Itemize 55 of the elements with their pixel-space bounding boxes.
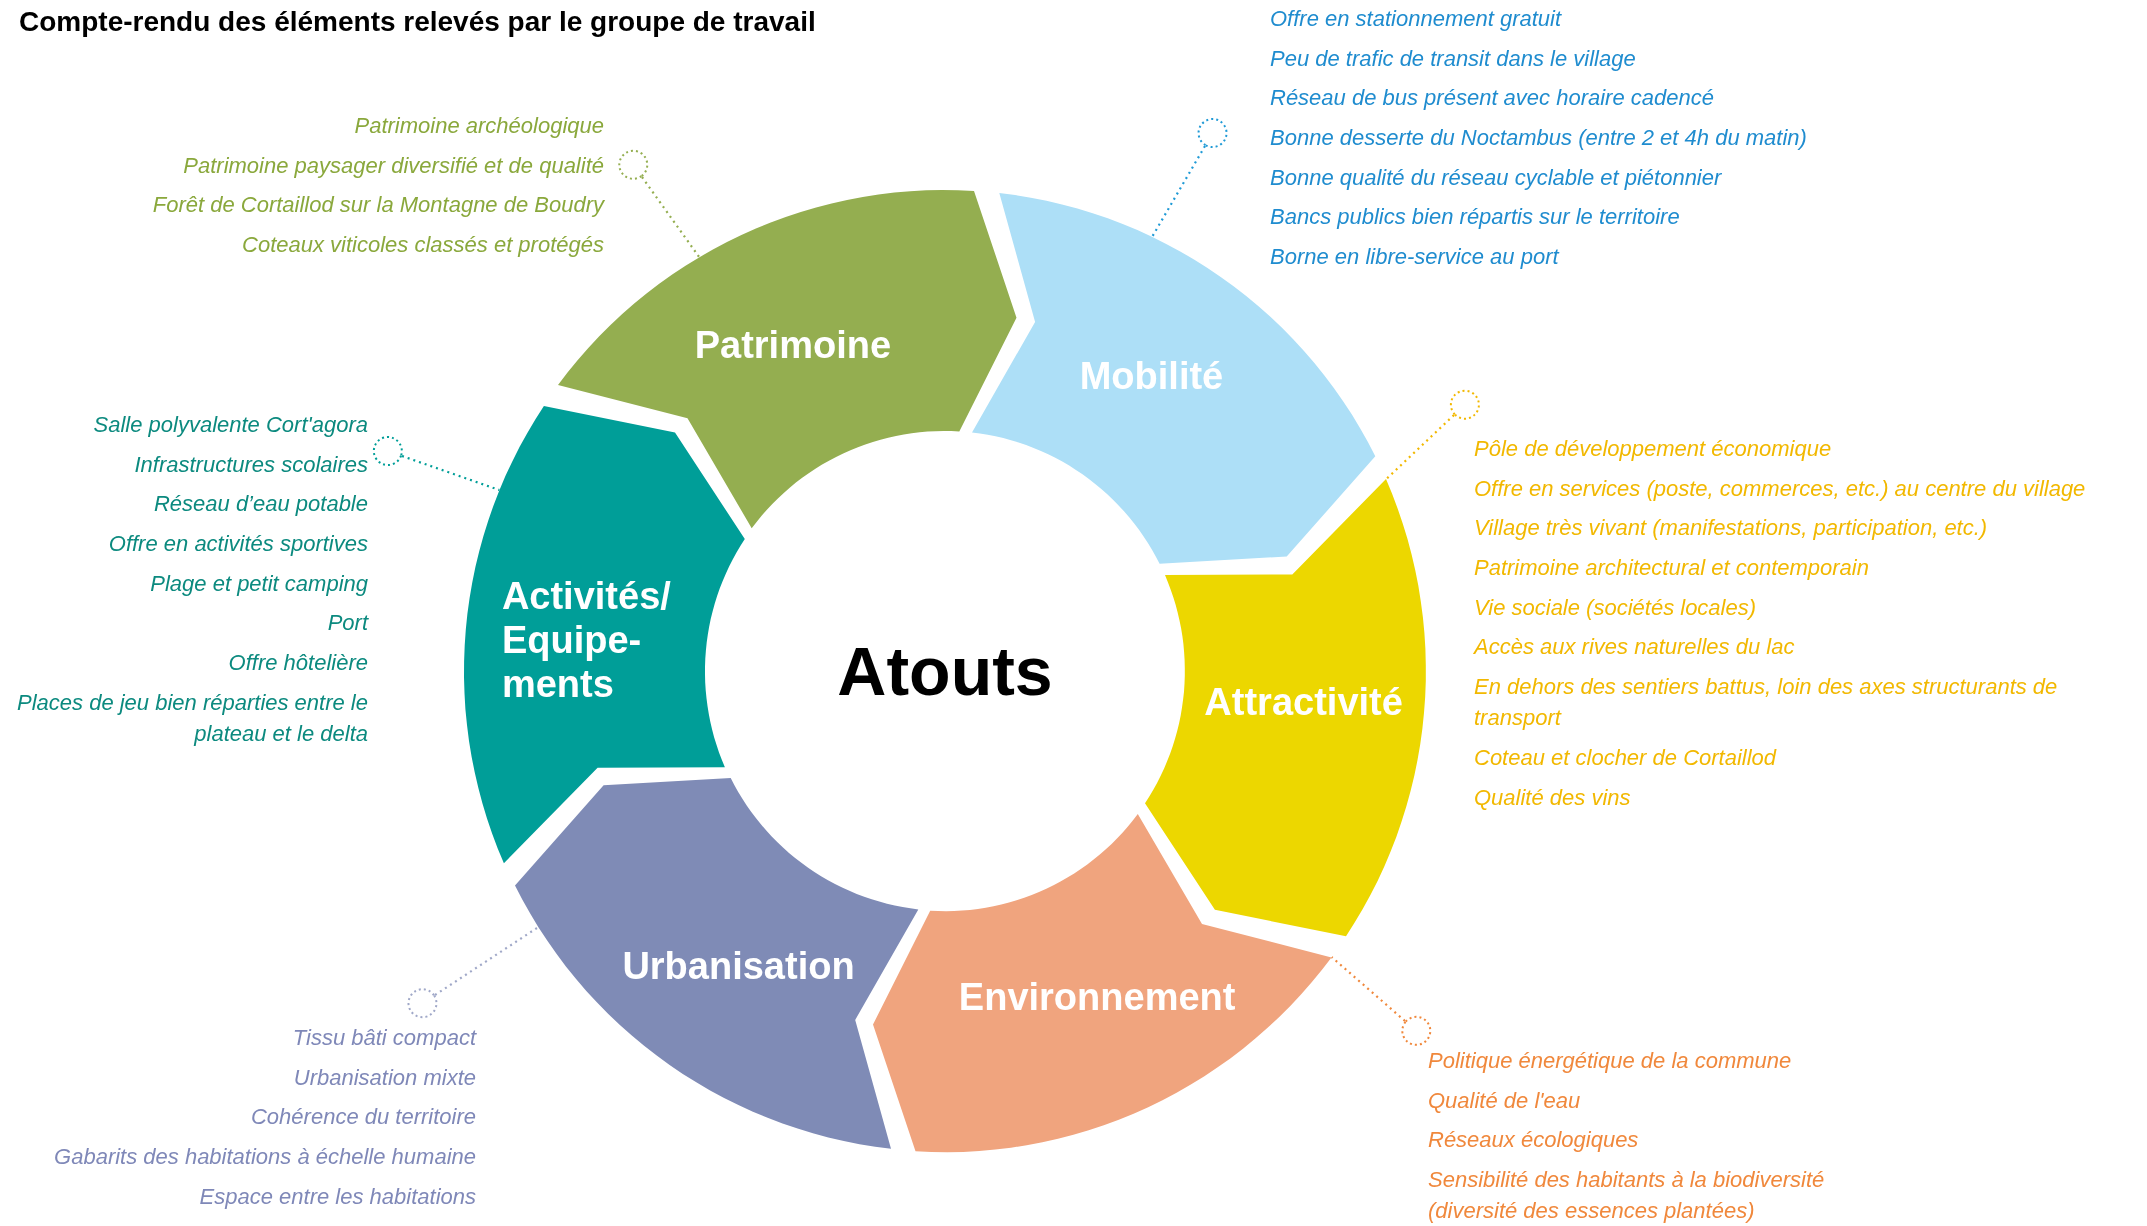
list-item: Coteaux viticoles classés et protégés xyxy=(241,231,604,260)
list-item: Offre hôtelière xyxy=(227,649,368,678)
ring-segment xyxy=(873,813,1332,1152)
list-item: Pôle de développement économique xyxy=(1474,435,1833,463)
list-item: Offre en stationnement gratuit xyxy=(1270,5,1563,33)
list-item: Gabarits des habitations à échelle humaine xyxy=(53,1143,476,1172)
leader-line xyxy=(1330,956,1432,1046)
list-item: Réseau d’eau potable xyxy=(152,490,368,519)
list-item: Urbanisation mixte xyxy=(292,1063,476,1092)
list-item: Réseaux écologiques xyxy=(1428,1126,1640,1155)
list-item: Salle polyvalente Cort'agora xyxy=(92,411,368,439)
list-item: Sensibilité des habitants à la biodiversité (diversité des essences plantées) xyxy=(1428,1166,1826,1226)
list-item: Réseau de bus présent avec horaire cadencé xyxy=(1270,84,1715,113)
center-label: Atouts xyxy=(837,632,1053,710)
list-item: Coteau et clocher de Cortaillod xyxy=(1474,743,1778,772)
segment-label: Patrimoine xyxy=(694,322,892,367)
list-item: Plage et petit camping xyxy=(149,569,368,598)
list-item: Forêt de Cortaillod sur la Montagne de Boudry xyxy=(151,191,604,220)
list-item: Bancs publics bien répartis sur le territoire xyxy=(1270,203,1681,232)
ring-segment xyxy=(1145,479,1426,937)
list-item: Port xyxy=(326,609,368,638)
list-item: Tissu bâti compact xyxy=(291,1024,476,1052)
list-item: Qualité des vins xyxy=(1474,783,1632,812)
ring-segment xyxy=(464,405,745,863)
leader-line xyxy=(372,436,500,492)
list-item: En dehors des sentiers battus, loin des axes structurants de transport xyxy=(1474,673,2059,733)
list-item: Peu de trafic de transit dans le village xyxy=(1270,44,1637,73)
list-item: Cohérence du territoire xyxy=(250,1103,476,1132)
list-item: Borne en libre-service au port xyxy=(1270,243,1561,272)
list-item: Village très vivant (manifestations, participation, etc.) xyxy=(1474,514,1989,543)
title: Compte-rendu des éléments relevés par le groupe de travail xyxy=(19,6,816,38)
list-item: Politique énergétique de la commune xyxy=(1428,1047,1793,1075)
leader-line xyxy=(1151,118,1228,238)
list-item: Places de jeu bien réparties entre le plateau et le delta xyxy=(16,688,368,748)
segment-label: Activités/ Equipe- ments xyxy=(501,573,671,706)
list-item: Espace entre les habitations xyxy=(198,1182,476,1211)
segment-label: Attractivité xyxy=(1204,680,1403,725)
segment-label: Environnement xyxy=(958,975,1236,1020)
leader-line xyxy=(1385,389,1480,480)
list-item: Bonne qualité du réseau cyclable et piétonnier xyxy=(1270,163,1723,192)
leader-line xyxy=(618,149,701,259)
leader-line xyxy=(407,926,539,1019)
ring-segment xyxy=(514,778,918,1149)
list-item: Infrastructures scolaires xyxy=(133,450,368,479)
list-item: Offre en services (poste, commerces, etc.) au centre du village xyxy=(1474,474,2087,503)
segment-label: Mobilité xyxy=(1079,354,1224,399)
list-item: Qualité de l'eau xyxy=(1428,1086,1582,1115)
segment-label: Urbanisation xyxy=(622,943,855,988)
list-item: Accès aux rives naturelles du lac xyxy=(1474,633,1796,662)
list-item: Patrimoine paysager diversifié et de qualité xyxy=(182,151,604,180)
list-item: Patrimoine architectural et contemporain xyxy=(1474,554,1870,583)
list-item: Patrimoine archéologique xyxy=(353,112,604,140)
list-item: Bonne desserte du Noctambus (entre 2 et 4h du matin) xyxy=(1270,124,1808,153)
list-item: Vie sociale (sociétés locales) xyxy=(1474,593,1758,622)
list-item: Offre en activités sportives xyxy=(107,530,368,559)
